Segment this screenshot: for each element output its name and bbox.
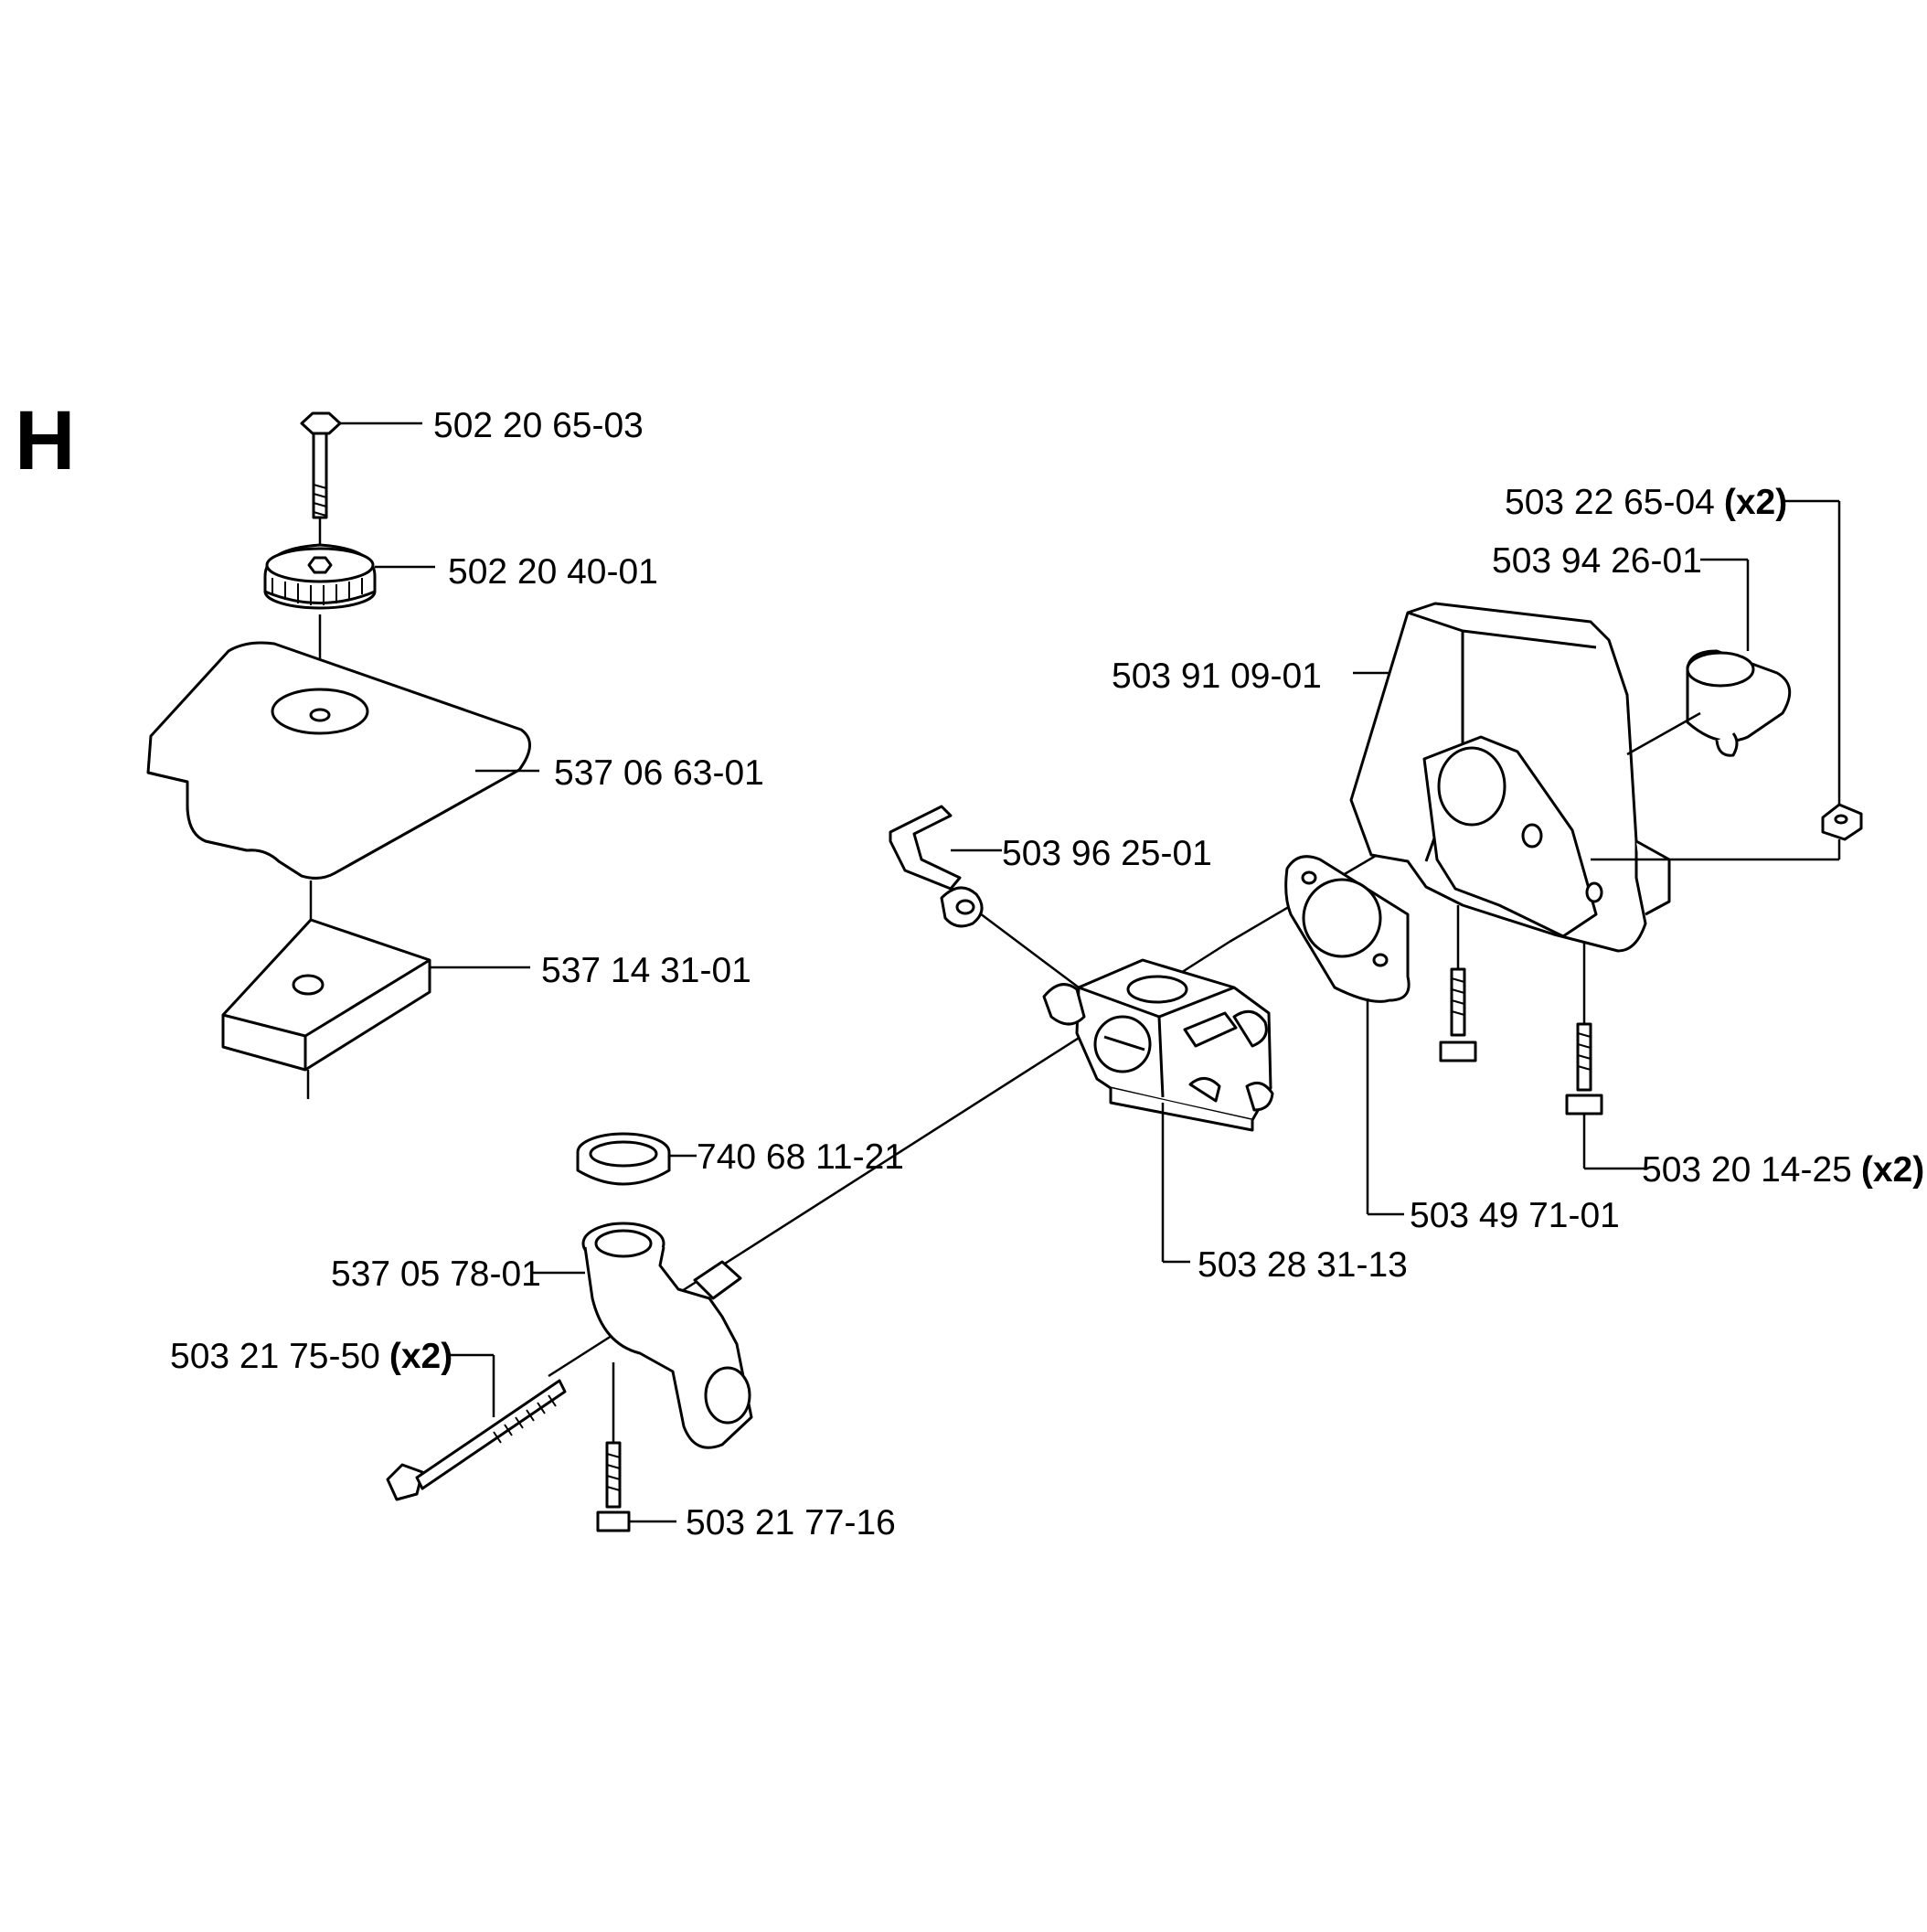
part-number: 503 21 75-50	[170, 1337, 380, 1376]
part-number: 503 49 71-01	[1410, 1196, 1620, 1235]
section-letter: H	[15, 394, 76, 487]
screw-503-20-14-25-b	[1565, 1022, 1603, 1115]
part-number: 537 05 78-01	[331, 1254, 541, 1294]
part-number: 503 28 31-13	[1198, 1245, 1408, 1285]
nut-503-22-65-04	[1821, 803, 1863, 841]
part-label: 503 22 65-04(x2)	[1505, 485, 1787, 520]
part-number: 503 20 14-25	[1642, 1150, 1852, 1190]
bolt-502-20-65-03	[300, 411, 342, 519]
part-label: 503 91 09-01	[1112, 658, 1322, 694]
part-label: 503 20 14-25(x2)	[1642, 1152, 1924, 1188]
part-number: 503 91 09-01	[1112, 656, 1322, 696]
long-screw-503-21-75-50	[386, 1379, 567, 1501]
part-label: 503 21 77-16	[686, 1505, 896, 1541]
intake-elbow-537-05-78-01	[581, 1222, 753, 1449]
part-number: 503 94 26-01	[1492, 541, 1702, 581]
part-label: 537 05 78-01	[331, 1256, 541, 1292]
part-quantity: (x2)	[389, 1337, 453, 1376]
part-label: 503 21 75-50(x2)	[170, 1339, 452, 1374]
part-number: 503 96 25-01	[1002, 834, 1212, 873]
part-label: 502 20 65-03	[433, 408, 644, 443]
choke-lever-503-96-25-01	[889, 805, 984, 928]
part-number: 502 20 65-03	[433, 406, 644, 445]
gasket-503-49-71-01	[1284, 855, 1411, 1003]
part-quantity: (x2)	[1723, 483, 1788, 522]
air-filter-537-14-31-01	[221, 918, 431, 1072]
screw-503-21-77-16	[596, 1441, 631, 1532]
part-label: 502 20 40-01	[448, 554, 658, 590]
screw-503-20-14-25-a	[1439, 967, 1477, 1062]
part-label: 503 94 26-01	[1492, 543, 1702, 579]
carburetor-503-28-31-13	[1042, 958, 1274, 1132]
part-number: 503 22 65-04	[1505, 483, 1715, 522]
part-number: 502 20 40-01	[448, 552, 658, 592]
part-label: 537 06 63-01	[554, 755, 764, 791]
part-number: 740 68 11-21	[697, 1137, 904, 1177]
knob-nut-502-20-40-01	[263, 543, 377, 610]
part-label: 503 28 31-13	[1198, 1247, 1408, 1283]
part-label: 503 96 25-01	[1002, 836, 1212, 871]
housing-503-91-09-01	[1349, 602, 1671, 953]
part-number: 503 21 77-16	[686, 1503, 896, 1542]
part-number: 537 14 31-01	[541, 951, 751, 990]
part-number: 537 06 63-01	[554, 753, 764, 793]
tube-503-94-26-01	[1686, 649, 1792, 757]
ring-740-68-11-21	[576, 1132, 671, 1186]
part-label: 537 14 31-01	[541, 953, 751, 988]
part-quantity: (x2)	[1860, 1150, 1925, 1190]
part-label: 740 68 11-21	[697, 1139, 904, 1175]
air-filter-cover-537-06-63-01	[146, 641, 531, 880]
part-label: 503 49 71-01	[1410, 1198, 1620, 1233]
